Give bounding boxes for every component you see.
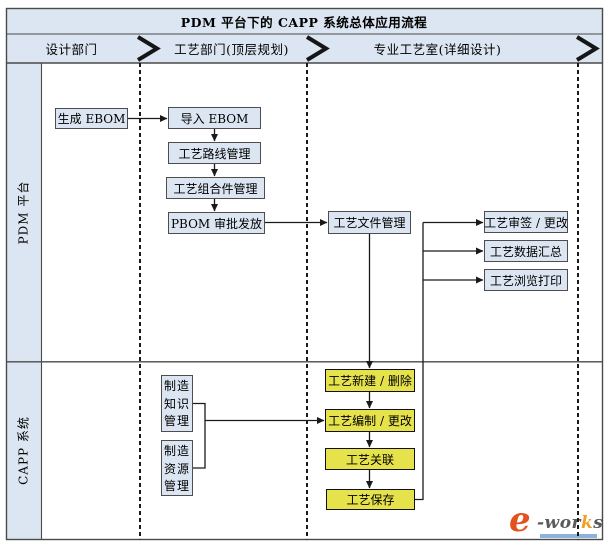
row-label-pdm-platform: PDM 平台 <box>16 180 31 245</box>
node-process-create-delete: 工艺新建 / 删除 <box>325 369 415 392</box>
node-process-associate: 工艺关联 <box>325 448 415 470</box>
logo-letter-e: e <box>509 500 531 540</box>
node-process-save: 工艺保存 <box>326 489 415 510</box>
eworks-logo: e -works <box>509 503 605 543</box>
node-process-assembly-mgmt: 工艺组合件管理 <box>166 177 265 199</box>
column-header-design-dept: 设计部门 <box>45 41 98 57</box>
logo-text-wor: -wor <box>537 513 581 533</box>
logo-underline-bar <box>540 534 597 538</box>
logo-letter-k: k <box>581 513 594 533</box>
node-generate-ebom: 生成 EBOM <box>55 108 128 129</box>
node-process-route-mgmt: 工艺路线管理 <box>168 142 261 164</box>
node-pbom-approval-release: PBOM 审批发放 <box>168 212 265 234</box>
logo-letter-s: s <box>593 513 604 533</box>
node-mfg-knowledge-mgmt: 制造知识管理 <box>161 375 193 432</box>
node-process-browse-print: 工艺浏览打印 <box>484 269 568 291</box>
node-process-file-mgmt: 工艺文件管理 <box>328 211 411 234</box>
node-process-review-change: 工艺审签 / 更改 <box>484 211 568 233</box>
row-label-capp-system: CAPP 系统 <box>16 416 31 485</box>
node-import-ebom: 导入 EBOM <box>168 107 261 129</box>
node-process-compile-change: 工艺编制 / 更改 <box>325 409 415 432</box>
logo-wordmark: -works <box>537 513 603 533</box>
column-header-process-dept: 工艺部门(顶层规划) <box>174 41 289 57</box>
node-mfg-resource-mgmt: 制造资源管理 <box>161 440 193 496</box>
node-process-data-summary: 工艺数据汇总 <box>484 240 568 262</box>
diagram-title: PDM 平台下的 CAPP 系统总体应用流程 <box>180 14 428 30</box>
column-header-process-office: 专业工艺室(详细设计) <box>373 41 502 57</box>
